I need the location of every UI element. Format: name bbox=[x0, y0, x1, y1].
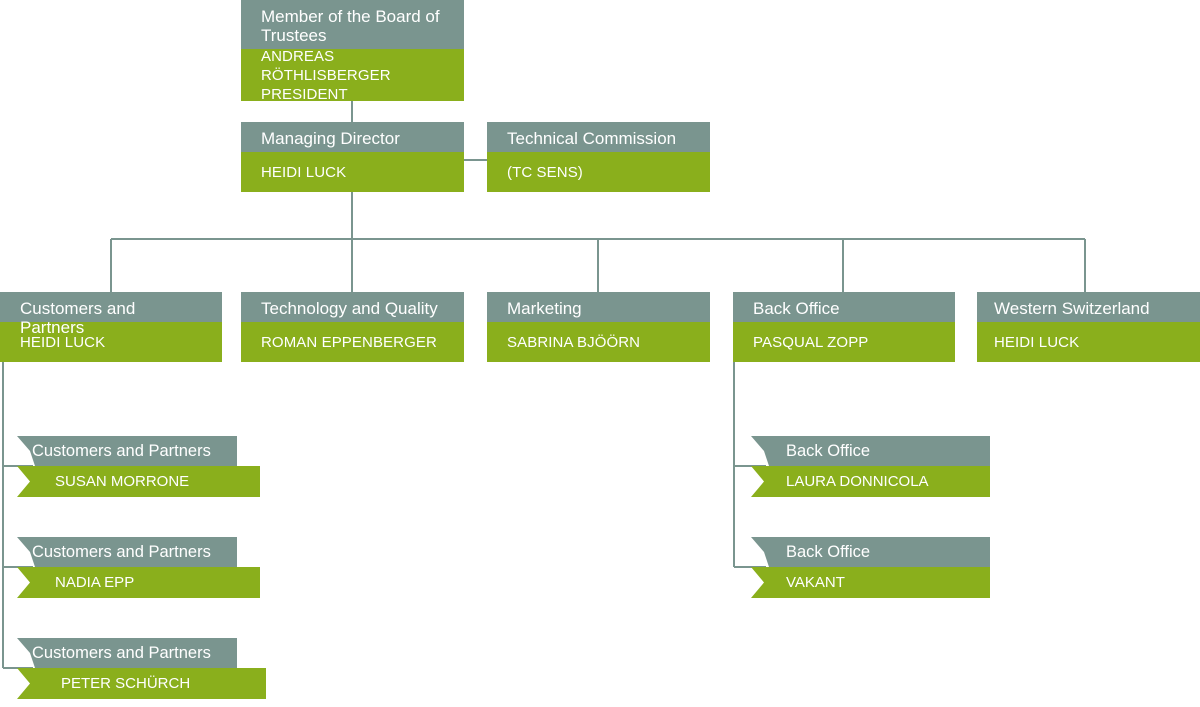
department-back-office: Back Office PASQUAL ZOPP bbox=[733, 292, 955, 362]
department-technology-quality: Technology and Quality ROMAN EPPENBERGER bbox=[241, 292, 464, 362]
department-title: Marketing bbox=[487, 292, 710, 322]
managing-director-box: Managing Director HEIDI LUCK bbox=[241, 122, 464, 192]
subunit-title: Customers and Partners bbox=[17, 537, 237, 567]
board-title: Member of the Board of Trustees bbox=[241, 0, 464, 49]
technical-commission-box: Technical Commission (TC SENS) bbox=[487, 122, 710, 192]
department-head-name: ROMAN EPPENBERGER bbox=[241, 322, 464, 362]
subunit-member-name: PETER SCHÜRCH bbox=[17, 668, 266, 699]
board-of-trustees-box: Member of the Board of Trustees ANDREAS … bbox=[241, 0, 464, 103]
board-member-line1: ANDREAS RÖTHLISBERGER bbox=[261, 47, 391, 84]
board-member-line2: PRESIDENT bbox=[261, 85, 348, 103]
subunit-title: Customers and Partners bbox=[17, 638, 237, 668]
managing-director-title: Managing Director bbox=[241, 122, 464, 152]
department-head-name: HEIDI LUCK bbox=[977, 322, 1200, 362]
subunit-title: Back Office bbox=[751, 537, 990, 567]
subunit-member-name: SUSAN MORRONE bbox=[17, 466, 260, 497]
department-head-name: PASQUAL ZOPP bbox=[733, 322, 955, 362]
department-western-switzerland: Western Switzerland HEIDI LUCK bbox=[977, 292, 1200, 362]
department-head-name: HEIDI LUCK bbox=[0, 322, 222, 362]
subunit-member-name: LAURA DONNICOLA bbox=[751, 466, 990, 497]
customers-partners-subunit: Customers and Partners PETER SCHÜRCH bbox=[17, 638, 266, 699]
technical-commission-title: Technical Commission bbox=[487, 122, 710, 152]
back-office-subunit: Back Office LAURA DONNICOLA bbox=[751, 436, 990, 497]
department-head-name: SABRINA BJÖÖRN bbox=[487, 322, 710, 362]
subunit-title: Customers and Partners bbox=[17, 436, 237, 466]
managing-director-name: HEIDI LUCK bbox=[241, 152, 464, 192]
subunit-member-name: NADIA EPP bbox=[17, 567, 260, 598]
department-title: Western Switzerland bbox=[977, 292, 1200, 322]
subunit-member-name: VAKANT bbox=[751, 567, 990, 598]
department-marketing: Marketing SABRINA BJÖÖRN bbox=[487, 292, 710, 362]
department-title: Technology and Quality bbox=[241, 292, 464, 322]
customers-partners-subunit: Customers and Partners NADIA EPP bbox=[17, 537, 260, 598]
subunit-title: Back Office bbox=[751, 436, 990, 466]
department-title: Back Office bbox=[733, 292, 955, 322]
department-customers-partners: Customers and Partners HEIDI LUCK bbox=[0, 292, 222, 362]
department-title: Customers and Partners bbox=[0, 292, 222, 337]
back-office-subunit: Back Office VAKANT bbox=[751, 537, 990, 598]
technical-commission-name: (TC SENS) bbox=[487, 152, 710, 192]
board-member-name: ANDREAS RÖTHLISBERGER PRESIDENT bbox=[241, 47, 464, 103]
customers-partners-subunit: Customers and Partners SUSAN MORRONE bbox=[17, 436, 260, 497]
